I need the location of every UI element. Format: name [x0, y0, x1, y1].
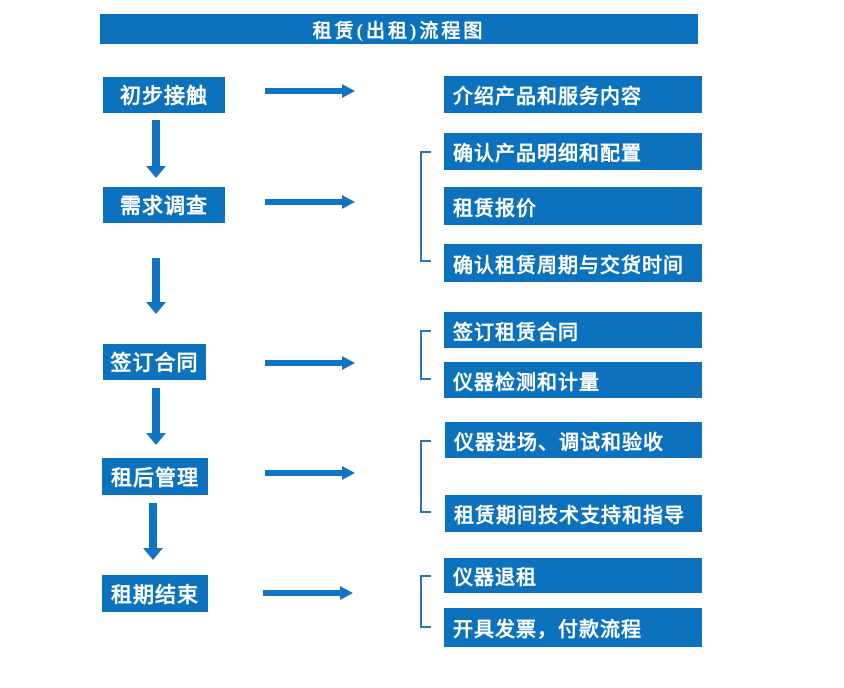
right-arrow-5 — [263, 586, 353, 600]
group-bracket-demand-survey — [420, 151, 431, 262]
detail-box-introduce-products: 介绍产品和服务内容 — [444, 76, 702, 113]
arrow-shaft — [265, 88, 343, 94]
stage-box-sign-contract: 签订合同 — [103, 344, 206, 380]
right-arrow-4 — [265, 466, 355, 480]
arrow-head-icon — [342, 195, 355, 209]
down-arrow-4 — [143, 503, 163, 560]
arrow-shaft — [149, 503, 157, 548]
arrow-head-icon — [143, 548, 163, 560]
detail-box-instrument-setup-acceptance: 仪器进场、调试和验收 — [445, 422, 702, 458]
arrow-shaft — [263, 590, 341, 596]
right-arrow-2 — [265, 195, 355, 209]
stage-box-post-rental-management: 租后管理 — [102, 458, 208, 495]
arrow-shaft — [265, 360, 343, 366]
detail-box-confirm-product-config: 确认产品明细和配置 — [444, 133, 702, 170]
arrow-shaft — [152, 258, 160, 302]
detail-box-tech-support: 租赁期间技术支持和指导 — [445, 495, 702, 532]
arrow-head-icon — [146, 166, 166, 178]
down-arrow-2 — [146, 258, 166, 314]
group-bracket-lease-end — [420, 575, 431, 628]
stage-box-initial-contact: 初步接触 — [103, 77, 225, 113]
arrow-head-icon — [146, 302, 166, 314]
down-arrow-3 — [146, 388, 166, 445]
stage-box-lease-end: 租期结束 — [102, 575, 208, 612]
arrow-shaft — [265, 470, 343, 476]
group-bracket-sign-contract — [420, 330, 431, 380]
right-arrow-3 — [265, 356, 355, 370]
detail-box-rental-quote: 租赁报价 — [444, 187, 702, 225]
down-arrow-1 — [146, 120, 166, 178]
title-banner: 租赁(出租)流程图 — [100, 14, 698, 44]
arrow-shaft — [152, 388, 160, 433]
group-bracket-post-rental — [420, 440, 431, 513]
stage-box-demand-survey: 需求调查 — [103, 187, 225, 223]
detail-box-sign-rental-contract: 签订租赁合同 — [444, 312, 702, 348]
arrow-head-icon — [146, 433, 166, 445]
arrow-head-icon — [342, 84, 355, 98]
right-arrow-1 — [265, 84, 355, 98]
detail-box-invoice-payment: 开具发票，付款流程 — [444, 608, 702, 647]
arrow-shaft — [265, 199, 343, 205]
detail-box-confirm-period-delivery: 确认租赁周期与交货时间 — [444, 244, 702, 282]
arrow-head-icon — [342, 356, 355, 370]
detail-box-instrument-return: 仪器退租 — [444, 558, 702, 593]
detail-box-instrument-testing: 仪器检测和计量 — [444, 362, 702, 398]
arrow-shaft — [152, 120, 160, 166]
arrow-head-icon — [342, 466, 355, 480]
arrow-head-icon — [340, 586, 353, 600]
